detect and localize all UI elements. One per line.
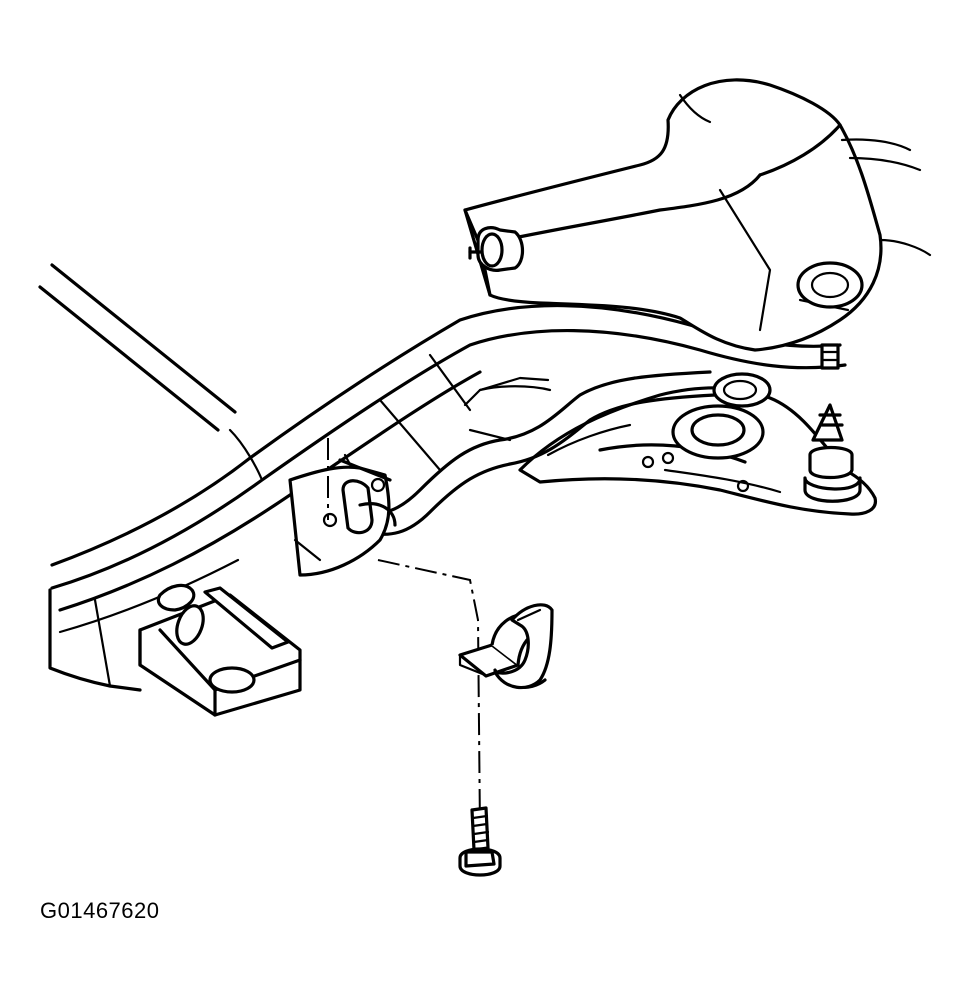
mounting-bolt — [458, 806, 502, 877]
exploded-centerline — [327, 438, 481, 831]
frame-bracket — [138, 583, 302, 717]
upper-control-arm — [463, 78, 932, 352]
ball-joint — [803, 343, 862, 503]
lower-control-arm — [518, 372, 877, 516]
bushing-mount — [288, 458, 397, 577]
figure-id: G01467620 — [40, 898, 160, 923]
stabilizer-bar — [348, 370, 717, 536]
stabilizer-shaft — [38, 263, 237, 432]
stabilizer-clamp — [458, 603, 554, 690]
